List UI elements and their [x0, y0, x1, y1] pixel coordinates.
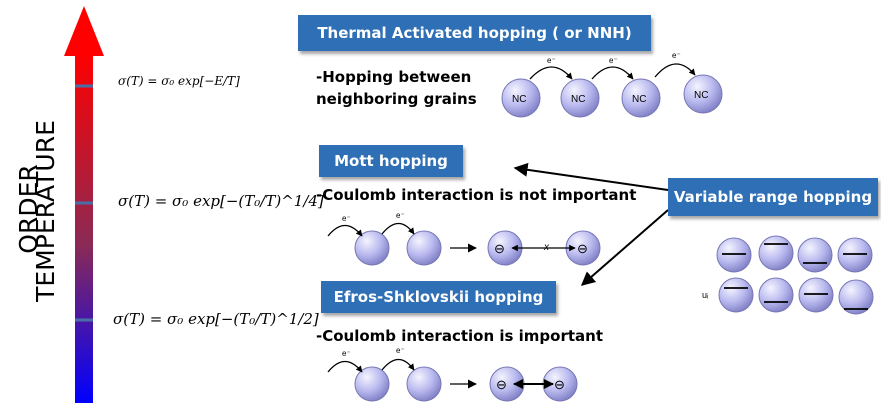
mott-spheres: e⁻ e⁻ ⊖ ⊖ x [327, 211, 601, 266]
formula-mott: σ(T) = σ₀ exp[−(T₀/T)^1/4] [118, 192, 324, 210]
vrh-arrow-es [580, 209, 669, 286]
ui-label: uᵢ [702, 290, 708, 300]
svg-text:x: x [543, 242, 550, 253]
es-desc: -Coulomb interaction is important [316, 327, 603, 345]
svg-text:e⁻: e⁻ [396, 211, 405, 220]
temperature-arrow-head [64, 6, 104, 56]
nc-label: NC [694, 90, 708, 101]
nnh-desc-line1: -Hopping between [316, 68, 472, 86]
electron-label: e⁻ [672, 51, 681, 60]
svg-text:⊖: ⊖ [496, 377, 507, 392]
svg-text:⊖: ⊖ [494, 241, 505, 256]
nc-sphere [560, 78, 600, 118]
electron-label: e⁻ [609, 56, 618, 65]
svg-text:⊖: ⊖ [577, 241, 588, 256]
formula-es: σ(T) = σ₀ exp[−(T₀/T)^1/2] [113, 310, 319, 328]
mott-title-box: Mott hopping [319, 145, 463, 177]
nc-label: NC [632, 94, 646, 105]
nc-label: NC [512, 94, 526, 105]
axis-label-temperature: TEMPERATURE [31, 120, 60, 302]
vrh-arrow-mott [513, 162, 669, 191]
es-title-box: Efros-Shklovskii hopping [321, 281, 556, 313]
svg-text:⊖: ⊖ [554, 377, 565, 392]
electron-label: e⁻ [547, 56, 556, 65]
formula-nnh: σ(T) = σ₀ exp[−E/T] [118, 74, 240, 88]
nc-sphere [683, 74, 723, 114]
nc-sphere [501, 78, 541, 118]
mott-desc: -Coulomb interaction is not important [316, 186, 637, 204]
svg-text:e⁻: e⁻ [396, 346, 405, 355]
svg-text:e⁻: e⁻ [342, 214, 351, 223]
es-spheres: e⁻ e⁻ ⊖ ⊖ [327, 346, 578, 402]
nc-sphere [621, 78, 661, 118]
nc-label: NC [571, 94, 585, 105]
nnh-spheres: NC NC NC NC e⁻ e⁻ e⁻ [501, 51, 723, 118]
vrh-title-box: Variable range hopping [668, 178, 878, 216]
vrh-sphere-grid: uᵢ [702, 235, 874, 315]
svg-text:e⁻: e⁻ [342, 349, 351, 358]
nnh-desc-line2: neighboring grains [316, 90, 477, 108]
nnh-title-box: Thermal Activated hopping ( or NNH) [298, 15, 651, 51]
temperature-arrow-shaft [75, 52, 93, 403]
